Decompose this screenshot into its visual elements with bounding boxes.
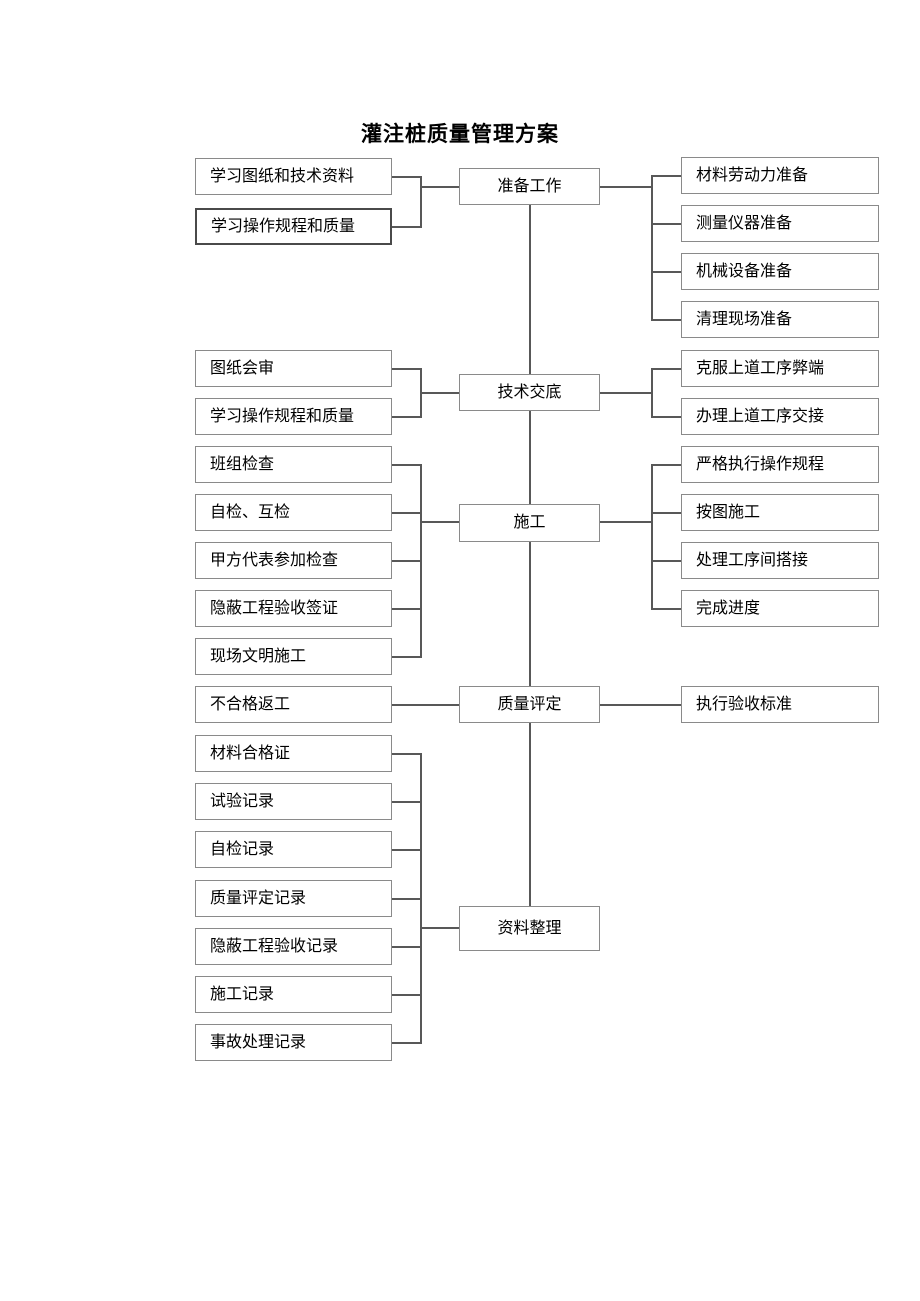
connector-constr-right-bracket bbox=[651, 464, 653, 610]
connector-spine-tech-constr bbox=[529, 411, 531, 506]
connector-quality-to-right bbox=[600, 704, 681, 706]
connector-tech-to-right bbox=[600, 392, 653, 394]
node-prep-right-3[interactable]: 清理现场准备 bbox=[681, 301, 879, 338]
node-constr-left-3[interactable]: 隐蔽工程验收签证 bbox=[195, 590, 392, 627]
connector-prep-left-stub-1 bbox=[392, 226, 422, 228]
connector-records-left-stub-5 bbox=[392, 994, 422, 996]
node-records-left-6[interactable]: 事故处理记录 bbox=[195, 1024, 392, 1061]
connector-constr-right-stub-3 bbox=[651, 608, 681, 610]
connector-constr-right-stub-2 bbox=[651, 560, 681, 562]
node-constr-left-0[interactable]: 班组检查 bbox=[195, 446, 392, 483]
node-quality-left-0[interactable]: 不合格返工 bbox=[195, 686, 392, 723]
connector-constr-left-stub-4 bbox=[392, 656, 422, 658]
node-tech-right-0[interactable]: 克服上道工序弊端 bbox=[681, 350, 879, 387]
node-prep-left-1[interactable]: 学习操作规程和质量 bbox=[195, 208, 392, 245]
connector-constr-left-bracket bbox=[420, 464, 422, 658]
node-prep-left-0[interactable]: 学习图纸和技术资料 bbox=[195, 158, 392, 195]
node-records-left-5[interactable]: 施工记录 bbox=[195, 976, 392, 1013]
page-title: 灌注桩质量管理方案 bbox=[361, 123, 559, 146]
node-tech-left-1[interactable]: 学习操作规程和质量 bbox=[195, 398, 392, 435]
node-constr-left-4[interactable]: 现场文明施工 bbox=[195, 638, 392, 675]
connector-tech-left-stub-0 bbox=[392, 368, 422, 370]
node-constr-right-3[interactable]: 完成进度 bbox=[681, 590, 879, 627]
node-constr-right-1[interactable]: 按图施工 bbox=[681, 494, 879, 531]
connector-constr-right-stub-1 bbox=[651, 512, 681, 514]
connector-constr-right-stub-0 bbox=[651, 464, 681, 466]
connector-records-left-bracket bbox=[420, 753, 422, 1044]
node-spine-records[interactable]: 资料整理 bbox=[459, 906, 600, 951]
node-records-left-2[interactable]: 自检记录 bbox=[195, 831, 392, 868]
connector-prep-right-stub-3 bbox=[651, 319, 681, 321]
node-prep-right-0[interactable]: 材料劳动力准备 bbox=[681, 157, 879, 194]
node-constr-left-2[interactable]: 甲方代表参加检查 bbox=[195, 542, 392, 579]
connector-spine-quality-records bbox=[529, 723, 531, 906]
connector-prep-left-bracket bbox=[420, 176, 422, 228]
node-prep-right-2[interactable]: 机械设备准备 bbox=[681, 253, 879, 290]
connector-spine-prep-tech bbox=[529, 205, 531, 375]
connector-tech-left-stub-1 bbox=[392, 416, 422, 418]
node-spine-construction[interactable]: 施工 bbox=[459, 504, 600, 542]
node-spine-prep[interactable]: 准备工作 bbox=[459, 168, 600, 205]
node-quality-right-0[interactable]: 执行验收标准 bbox=[681, 686, 879, 723]
node-prep-right-1[interactable]: 测量仪器准备 bbox=[681, 205, 879, 242]
node-tech-left-0[interactable]: 图纸会审 bbox=[195, 350, 392, 387]
connector-prep-right-stub-1 bbox=[651, 223, 681, 225]
connector-prep-right-stub-0 bbox=[651, 175, 681, 177]
connector-tech-right-stub-0 bbox=[651, 368, 681, 370]
connector-prep-left-to-spine bbox=[420, 186, 459, 188]
connector-records-left-stub-1 bbox=[392, 801, 422, 803]
node-records-left-3[interactable]: 质量评定记录 bbox=[195, 880, 392, 917]
connector-tech-right-bracket bbox=[651, 368, 653, 418]
connector-quality-left-to-spine bbox=[392, 704, 459, 706]
connector-tech-left-to-spine bbox=[420, 392, 459, 394]
node-records-left-0[interactable]: 材料合格证 bbox=[195, 735, 392, 772]
connector-tech-right-stub-1 bbox=[651, 416, 681, 418]
connector-records-left-stub-6 bbox=[392, 1042, 422, 1044]
connector-spine-constr-quality bbox=[529, 542, 531, 687]
connector-prep-to-right bbox=[600, 186, 653, 188]
connector-records-left-stub-4 bbox=[392, 946, 422, 948]
node-constr-right-2[interactable]: 处理工序间搭接 bbox=[681, 542, 879, 579]
connector-constr-left-stub-2 bbox=[392, 560, 422, 562]
node-records-left-4[interactable]: 隐蔽工程验收记录 bbox=[195, 928, 392, 965]
connector-prep-right-bracket bbox=[651, 175, 653, 319]
connector-records-left-stub-3 bbox=[392, 898, 422, 900]
node-constr-right-0[interactable]: 严格执行操作规程 bbox=[681, 446, 879, 483]
node-constr-left-1[interactable]: 自检、互检 bbox=[195, 494, 392, 531]
connector-constr-left-to-spine bbox=[420, 521, 459, 523]
connector-prep-right-stub-2 bbox=[651, 271, 681, 273]
connector-constr-to-right bbox=[600, 521, 653, 523]
connector-constr-left-stub-1 bbox=[392, 512, 422, 514]
connector-records-left-stub-0 bbox=[392, 753, 422, 755]
node-spine-quality[interactable]: 质量评定 bbox=[459, 686, 600, 723]
connector-constr-left-stub-0 bbox=[392, 464, 422, 466]
node-records-left-1[interactable]: 试验记录 bbox=[195, 783, 392, 820]
node-tech-right-1[interactable]: 办理上道工序交接 bbox=[681, 398, 879, 435]
node-spine-tech[interactable]: 技术交底 bbox=[459, 374, 600, 411]
connector-prep-left-stub-0 bbox=[392, 176, 422, 178]
connector-records-left-stub-2 bbox=[392, 849, 422, 851]
connector-records-left-to-spine bbox=[420, 927, 459, 929]
connector-constr-left-stub-3 bbox=[392, 608, 422, 610]
